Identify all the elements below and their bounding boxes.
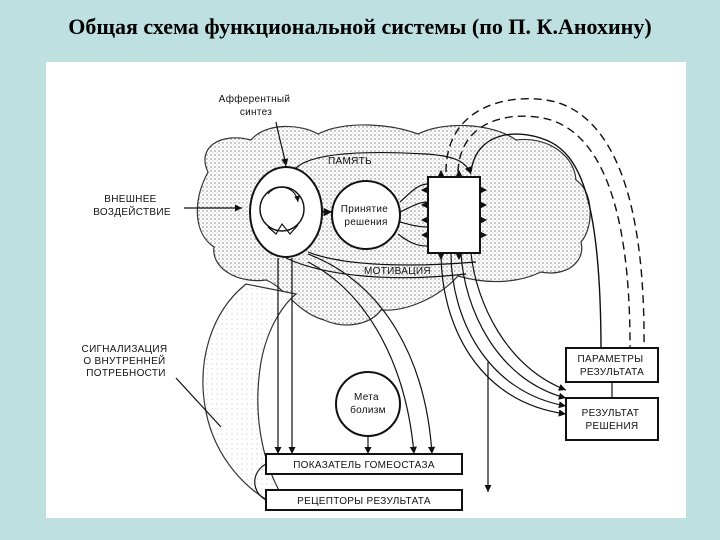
decision-results-box bbox=[565, 397, 659, 441]
acceptor-to-result-line-4 bbox=[470, 252, 567, 391]
acceptor-to-result-line-3 bbox=[460, 252, 567, 400]
external-influence-label: ВНЕШНЕЕ ВОЗДЕЙСТВИЕ bbox=[93, 194, 171, 218]
result-parameters-box bbox=[565, 347, 659, 383]
afferent-label-pointer bbox=[275, 121, 289, 167]
feedback-loop-outer bbox=[445, 98, 645, 353]
diagram-canvas: Афферентный синтез ПАМЯТЬ Принятие решен… bbox=[82, 93, 659, 511]
motivation-to-homeostasis-line-1 bbox=[307, 261, 417, 455]
motivation-label: МОТИВАЦИЯ bbox=[364, 266, 431, 277]
decision-label: Принятие решения bbox=[341, 204, 392, 228]
acceptor-to-result-line-2 bbox=[450, 252, 567, 409]
need-signaling-pointer bbox=[175, 377, 222, 428]
motivation-line bbox=[307, 251, 477, 266]
slide-title: Общая схема функциональной системы (по П… bbox=[68, 14, 652, 39]
decision-to-acceptor-line-3 bbox=[399, 221, 429, 228]
metabolism-label: Мета болизм bbox=[350, 392, 386, 416]
homeostasis-to-receptors-link bbox=[254, 463, 267, 501]
functional-system-diagram: Афферентный синтез ПАМЯТЬ Принятие решен… bbox=[46, 62, 686, 518]
result-receptors-label: РЕЦЕПТОРЫ РЕЗУЛЬТАТА bbox=[297, 496, 431, 507]
result-parameters-label: ПАРАМЕТРЫ РЕЗУЛЬТАТА bbox=[578, 354, 647, 378]
afferent-inner-marks bbox=[267, 222, 299, 235]
need-signaling-label: СИГНАЛИЗАЦИЯ О ВНУТРЕННЕЙ ПОТРЕБНОСТИ bbox=[82, 344, 171, 379]
memory-line bbox=[295, 151, 472, 175]
metabolism-circle bbox=[335, 371, 401, 437]
memory-label: ПАМЯТЬ bbox=[328, 156, 372, 167]
motivation-to-homeostasis-line-2 bbox=[307, 253, 436, 455]
decision-to-acceptor-line-1 bbox=[399, 183, 429, 203]
decision-to-acceptor-line-2 bbox=[399, 201, 429, 213]
homeostasis-indicator-label: ПОКАЗАТЕЛЬ ГОМЕОСТАЗА bbox=[293, 460, 435, 471]
motivation-line-2 bbox=[285, 257, 467, 279]
feedback-loop-solid bbox=[470, 133, 602, 353]
decision-to-acceptor-line-4 bbox=[397, 233, 429, 247]
feedback-loop-inner bbox=[457, 115, 631, 353]
acceptor-to-result-line-1 bbox=[440, 252, 567, 417]
decision-circle bbox=[331, 180, 401, 250]
action-acceptor-box bbox=[427, 176, 481, 254]
decision-results-label: РЕЗУЛЬТАТ РЕШЕНИЯ bbox=[582, 408, 643, 432]
afferent-synthesis-label: Афферентный синтез bbox=[219, 93, 294, 118]
